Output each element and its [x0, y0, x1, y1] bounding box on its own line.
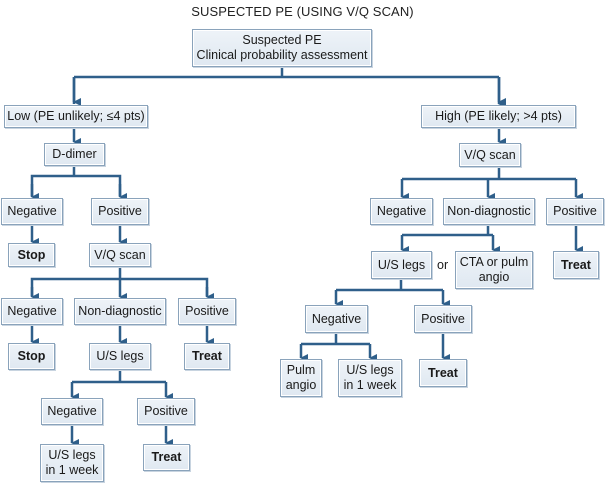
node-stop-1: Stop — [8, 243, 55, 267]
node-ddimer-negative: Negative — [1, 198, 63, 225]
or-label: or — [437, 258, 449, 272]
node-left-treat-1: Treat — [184, 343, 230, 370]
node-left-us-legs: U/S legs — [89, 343, 151, 370]
node-left-us-negative: Negative — [41, 398, 103, 425]
connector-root — [72, 67, 499, 104]
node-left-vq-negative: Negative — [1, 298, 63, 325]
node-left-us-legs-1-week: U/S legs in 1 week — [40, 444, 104, 482]
node-right-treat-1: Treat — [553, 251, 599, 279]
node-right-us-legs: U/S legs — [371, 251, 432, 279]
node-right-us-legs-1-week: U/S legs in 1 week — [338, 359, 402, 397]
node-right-treat-2: Treat — [419, 359, 467, 387]
node-right-us-positive: Positive — [414, 305, 472, 333]
node-right-vq-nondiagnostic: Non-diagnostic — [443, 198, 535, 225]
node-left-treat-2: Treat — [143, 444, 190, 471]
node-right-vq-positive: Positive — [546, 198, 604, 225]
node-pulm-angio: Pulm angio — [280, 359, 322, 397]
node-right-us-negative: Negative — [305, 305, 368, 333]
node-stop-2: Stop — [8, 343, 55, 370]
node-left-vq-nondiagnostic: Non-diagnostic — [74, 298, 166, 325]
node-ddimer-positive: Positive — [91, 198, 149, 225]
node-low-probability: Low (PE unlikely; ≤4 pts) — [4, 105, 148, 128]
node-d-dimer: D-dimer — [44, 143, 105, 166]
node-right-vq-scan: V/Q scan — [459, 143, 521, 167]
node-cta-or-pulm-angio: CTA or pulm angio — [455, 251, 533, 289]
node-high-probability: High (PE likely; >4 pts) — [421, 105, 576, 128]
node-right-vq-negative: Negative — [370, 198, 433, 225]
node-left-vq-scan: V/Q scan — [89, 243, 151, 267]
node-left-us-positive: Positive — [137, 398, 195, 425]
node-left-vq-positive: Positive — [178, 298, 236, 325]
node-suspected-pe: Suspected PE Clinical probability assess… — [192, 29, 372, 67]
diagram-title: SUSPECTED PE (USING V/Q SCAN) — [191, 4, 414, 19]
